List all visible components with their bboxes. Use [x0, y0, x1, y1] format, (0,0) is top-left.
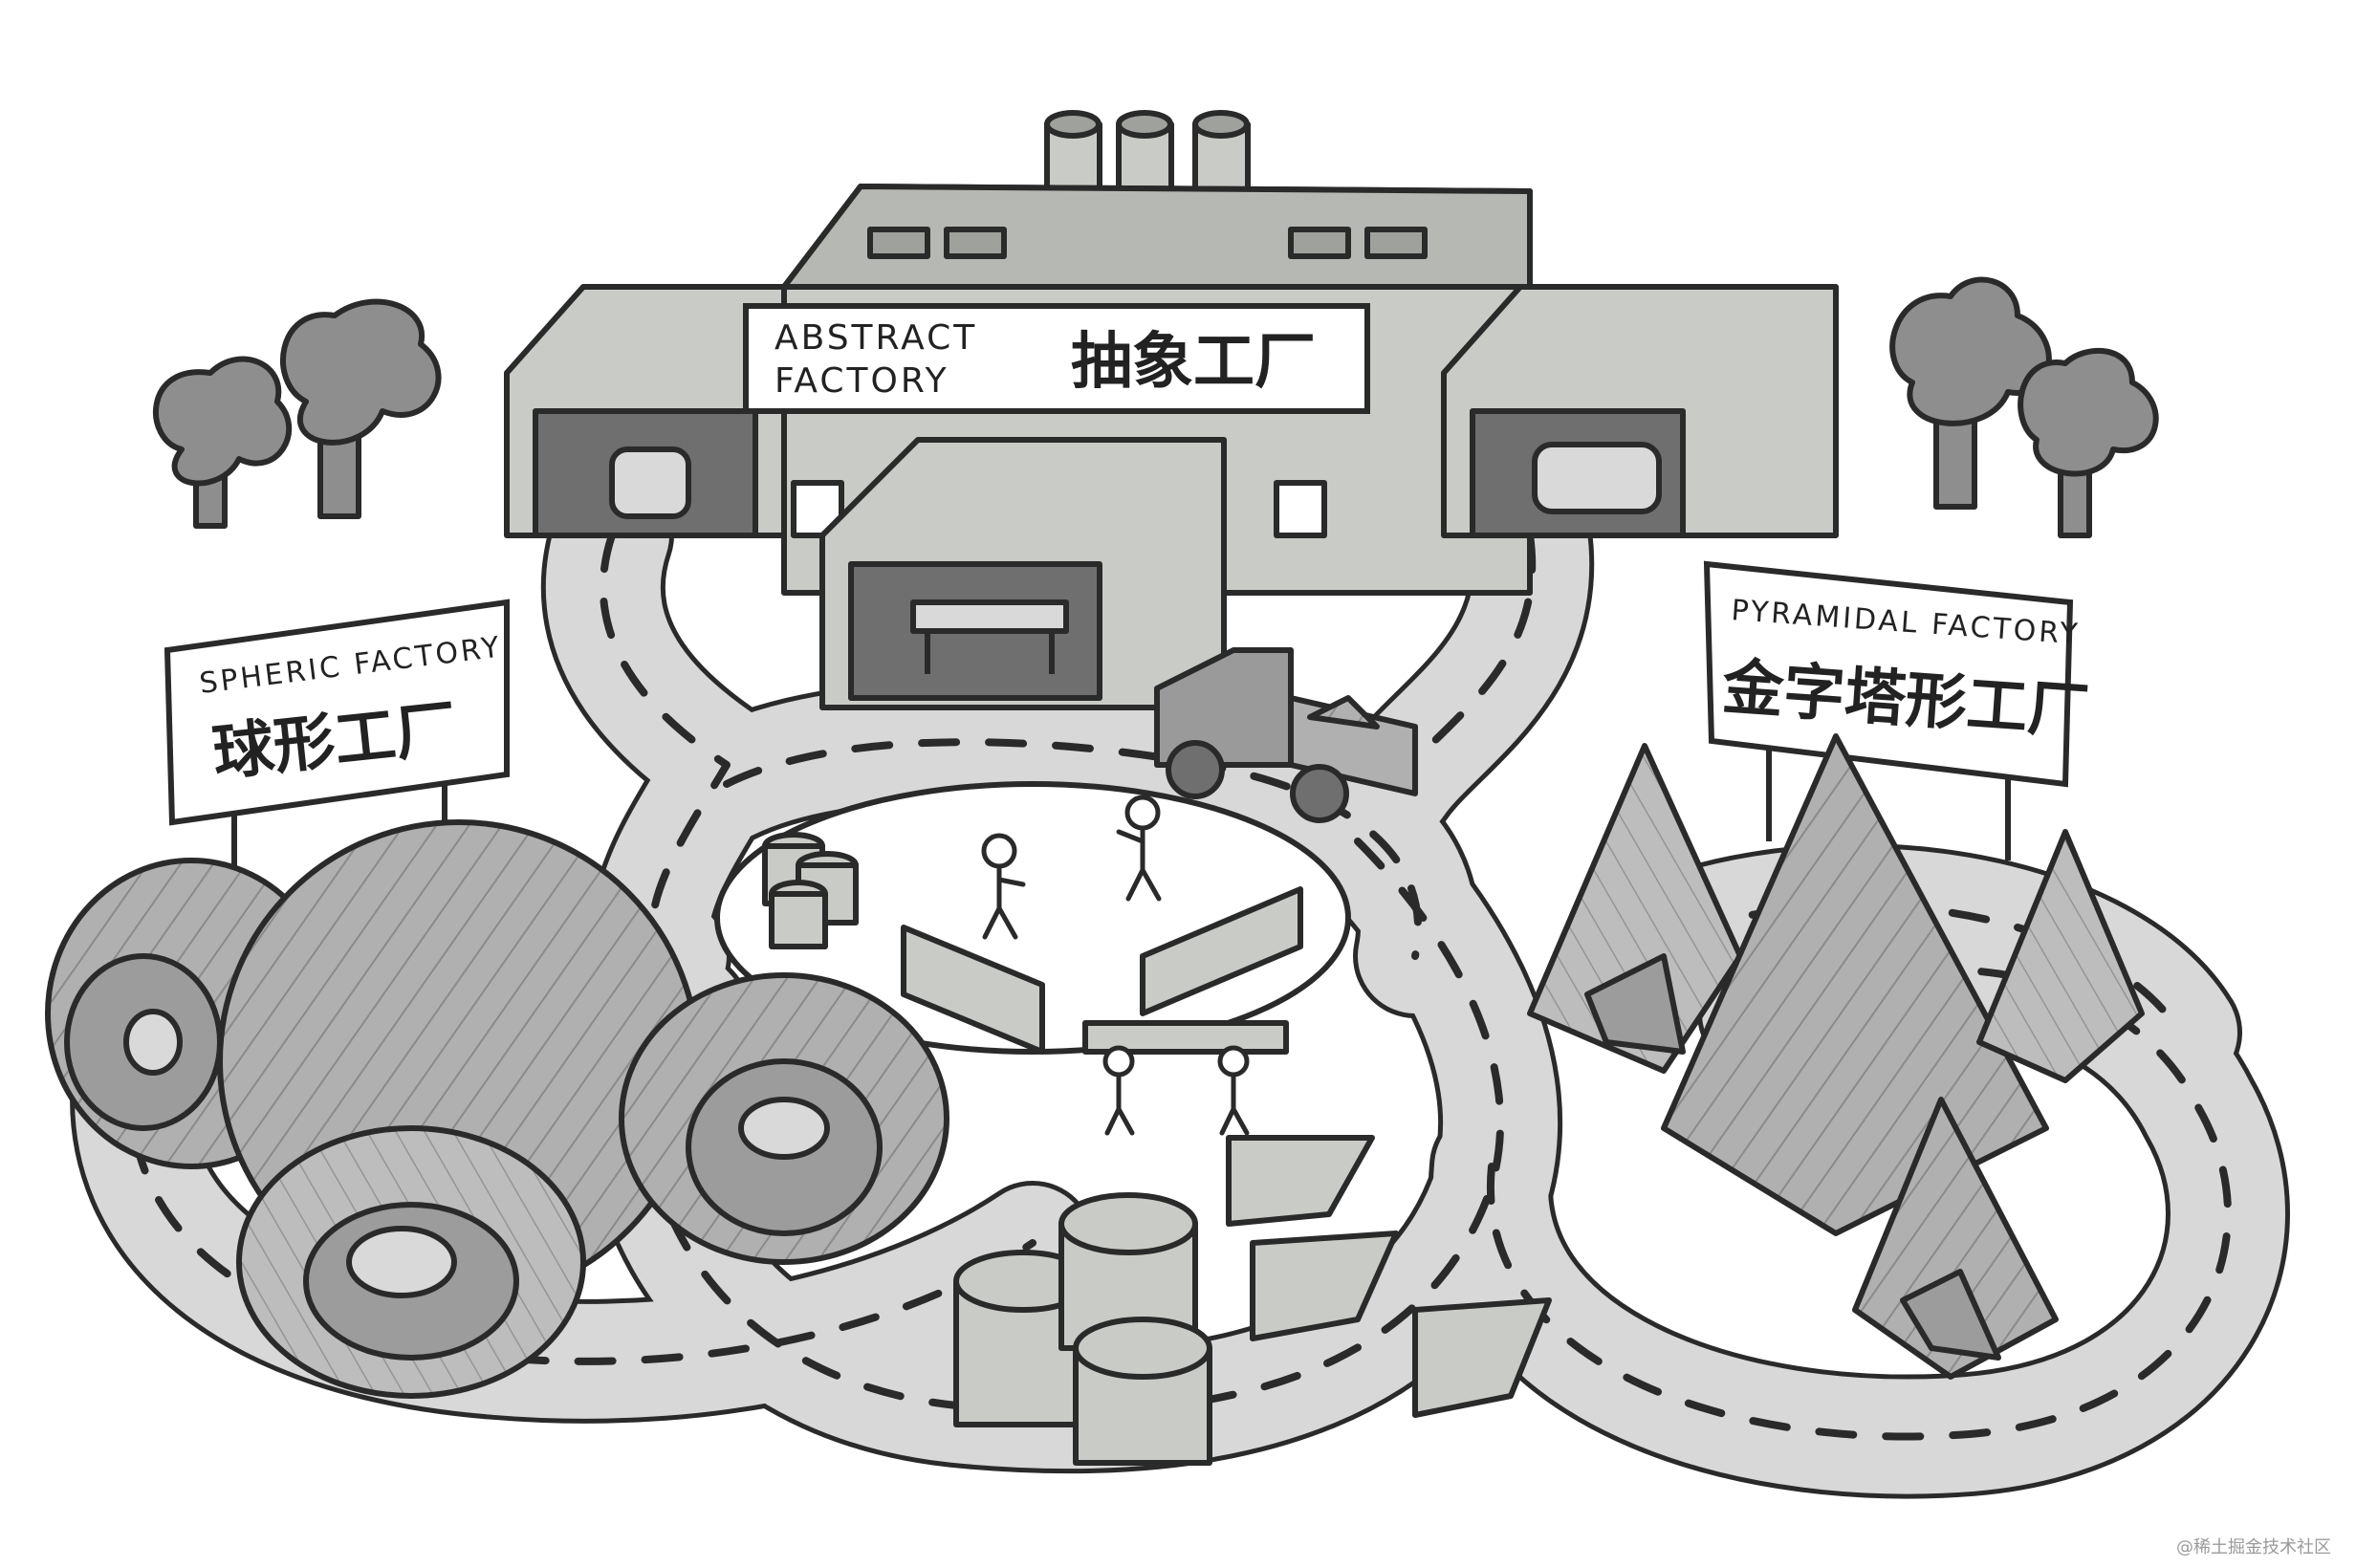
abstract-factory-building: [504, 110, 1839, 710]
spheric-factory-sign: SPHERIC FACTORY 球形工厂: [164, 599, 510, 889]
abstract-factory-sign-zh: 抽象工厂: [1071, 327, 1316, 398]
abstract-factory-sign: ABSTRACT FACTORY 抽象工厂: [743, 303, 1370, 414]
watermark: @稀土掘金技术社区: [2176, 1537, 2331, 1557]
abstract-factory-sign-en-2: FACTORY: [774, 361, 949, 401]
pyramids: [1527, 733, 2145, 1380]
spheric-domes: [45, 819, 949, 1399]
delivery-truck: [1154, 647, 1418, 823]
pyramidal-factory-sign: PYRAMIDAL FACTORY 金字塔形工厂: [1703, 560, 2091, 860]
workers: [981, 795, 1250, 1136]
trees-right: [1889, 276, 2159, 538]
trees-left: [152, 298, 442, 529]
materials: [762, 832, 1552, 1466]
abstract-factory-sign-en-1: ABSTRACT: [774, 318, 977, 358]
